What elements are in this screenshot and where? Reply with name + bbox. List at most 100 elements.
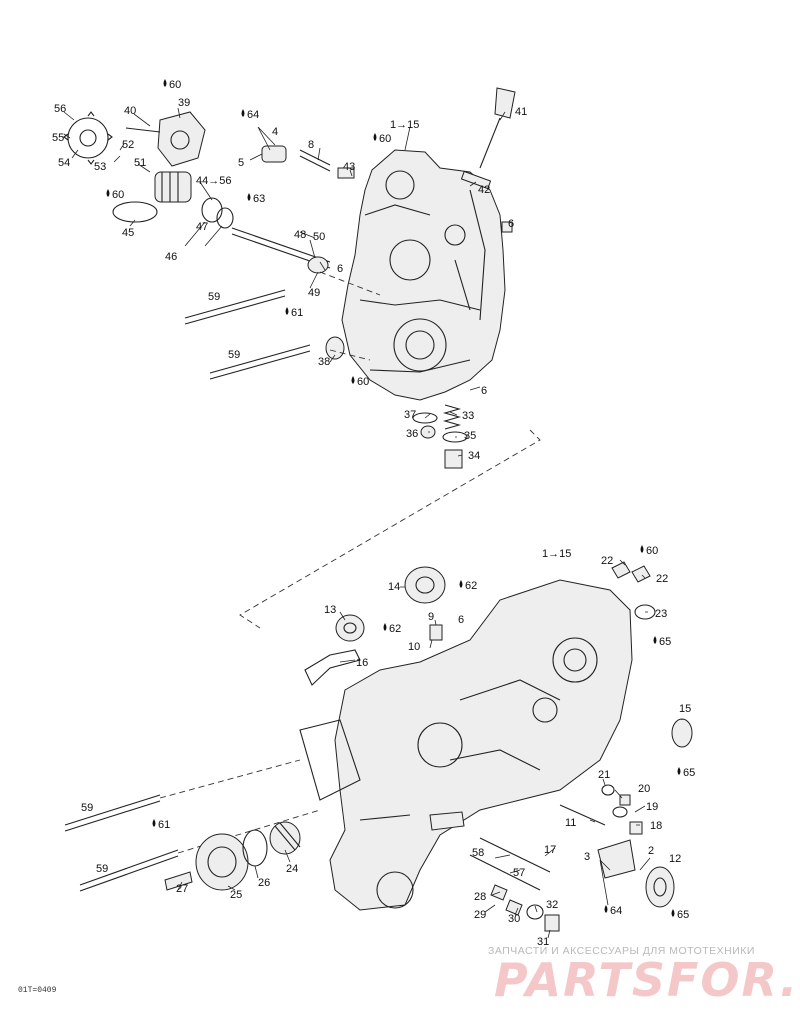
lubricant-callout: 61 xyxy=(158,819,170,831)
part-number-callout: 53 xyxy=(94,161,106,173)
lubricant-callout: 62 xyxy=(389,623,401,635)
oil-drop-icon xyxy=(163,79,167,87)
part-number-callout: 16 xyxy=(356,657,368,669)
part-number-callout: 25 xyxy=(230,889,242,901)
oil-drop-icon xyxy=(106,189,110,197)
part-number-callout: 44→56 xyxy=(196,175,231,187)
lubricant-callout: 62 xyxy=(465,580,477,592)
part-number-callout: 50 xyxy=(313,231,325,243)
part-number-callout: 15 xyxy=(679,703,691,715)
part-number-callout: 12 xyxy=(669,853,681,865)
lubricant-callout: 65 xyxy=(659,636,671,648)
lower-studs-and-filter xyxy=(64,759,321,892)
oil-drop-icon xyxy=(285,307,289,315)
part-number-callout: 13 xyxy=(324,604,336,616)
part-number-callout: 24 xyxy=(286,863,298,875)
part-number-callout: 33 xyxy=(462,410,474,422)
part-number-callout: 55 xyxy=(52,132,64,144)
part-number-callout: 48 xyxy=(294,229,306,241)
part-number-callout: 52 xyxy=(122,139,134,151)
part-number-callout: 9 xyxy=(428,611,434,623)
oil-drop-icon xyxy=(152,819,156,827)
part-number-callout: 49 xyxy=(308,287,320,299)
assembly-dashed-line xyxy=(239,429,541,629)
part-number-callout: 20 xyxy=(638,783,650,795)
oil-drop-icon xyxy=(241,109,245,117)
part-number-callout: 27 xyxy=(176,883,188,895)
part-number-callout: 8 xyxy=(308,139,314,151)
lower-small-parts xyxy=(304,561,693,932)
part-number-callout: 21 xyxy=(598,769,610,781)
part-number-callout: 57 xyxy=(513,867,525,879)
oil-drop-icon xyxy=(351,376,355,384)
lubricant-callout: 60 xyxy=(379,133,391,145)
upper-crankcase-half xyxy=(341,149,506,401)
stud-guide-line-upper xyxy=(319,271,381,361)
oil-drop-icon xyxy=(459,580,463,588)
lubricant-callout: 64 xyxy=(610,905,622,917)
watermark-brand: PARTSFOR.RU xyxy=(494,953,800,1007)
part-number-callout: 41 xyxy=(515,106,527,118)
part-number-callout: 5 xyxy=(238,157,244,169)
part-number-callout: 19 xyxy=(646,801,658,813)
part-number-callout: 6 xyxy=(337,263,343,275)
lubricant-callout: 65 xyxy=(683,767,695,779)
leader-lines xyxy=(63,107,683,939)
part-number-callout: 59 xyxy=(208,291,220,303)
part-number-callout: 30 xyxy=(508,913,520,925)
upper-studs xyxy=(184,289,468,469)
part-number-callout: 4 xyxy=(272,126,278,138)
part-number-callout: 32 xyxy=(546,899,558,911)
part-number-callout: 14 xyxy=(388,581,400,593)
part-number-callout: 51 xyxy=(134,157,146,169)
part-number-callout: 45 xyxy=(122,227,134,239)
part-number-callout: 59 xyxy=(81,802,93,814)
part-number-callout: 37 xyxy=(404,409,416,421)
part-number-callout: 6 xyxy=(508,218,514,230)
oil-drop-icon xyxy=(677,767,681,775)
part-number-callout: 58 xyxy=(472,847,484,859)
oil-drop-icon xyxy=(653,636,657,644)
part-number-callout: 6 xyxy=(481,385,487,397)
part-number-callout: 2 xyxy=(648,845,654,857)
oil-drop-icon xyxy=(640,545,644,553)
part-number-callout: 29 xyxy=(474,909,486,921)
part-number-callout: 46 xyxy=(165,251,177,263)
part-number-callout: 31 xyxy=(537,936,549,948)
oil-drop-icon xyxy=(671,909,675,917)
part-number-callout: 3 xyxy=(584,851,590,863)
part-number-callout: 1→15 xyxy=(390,119,419,131)
lower-crankcase-half xyxy=(299,579,633,911)
part-number-callout: 56 xyxy=(54,103,66,115)
part-number-callout: 10 xyxy=(408,641,420,653)
part-number-callout: 59 xyxy=(228,349,240,361)
part-number-callout: 40 xyxy=(124,105,136,117)
oil-drop-icon xyxy=(383,623,387,631)
part-number-callout: 59 xyxy=(96,863,108,875)
part-number-callout: 54 xyxy=(58,157,70,169)
part-number-callout: 6 xyxy=(458,614,464,626)
part-number-callout: 23 xyxy=(655,608,667,620)
part-number-callout: 28 xyxy=(474,891,486,903)
part-number-callout: 11 xyxy=(565,817,576,829)
part-number-callout: 34 xyxy=(468,450,480,462)
part-number-callout: 26 xyxy=(258,877,270,889)
lubricant-callout: 60 xyxy=(646,545,658,557)
oil-drop-icon xyxy=(604,905,608,913)
part-number-callout: 38 xyxy=(318,356,330,368)
part-number-callout: 22 xyxy=(656,573,668,585)
lubricant-callout: 63 xyxy=(253,193,265,205)
lubricant-callout: 60 xyxy=(169,79,181,91)
lubricant-callout: 64 xyxy=(247,109,259,121)
oil-pump-gear-assembly xyxy=(63,87,516,274)
watermark-tagline: ЗАПЧАСТИ И АКСЕССУАРЫ ДЛЯ МОТОТЕХНИКИ xyxy=(488,945,755,957)
lubricant-callout: 60 xyxy=(112,189,124,201)
lubricant-callout: 65 xyxy=(677,909,689,921)
oil-drop-icon xyxy=(373,133,377,141)
part-number-callout: 35 xyxy=(464,430,476,442)
part-number-callout: 36 xyxy=(406,428,418,440)
part-number-callout: 18 xyxy=(650,820,662,832)
part-number-callout: 1→15 xyxy=(542,548,571,560)
